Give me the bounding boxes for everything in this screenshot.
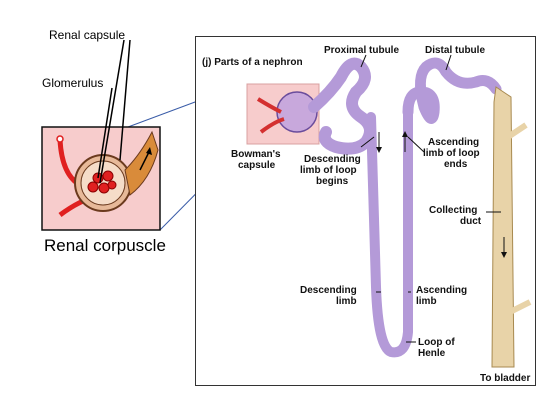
loop-of-henle-shape xyxy=(366,107,413,358)
renal-corpuscle-label: Renal corpuscle xyxy=(44,236,166,255)
collecting-duct-shape xyxy=(491,86,515,368)
panel-title: (j) Parts of a nephron xyxy=(202,57,303,68)
bowmans-capsule-label-2: capsule xyxy=(238,160,276,171)
proximal-tubule-shape xyxy=(308,57,376,155)
proximal-tubule-label: Proximal tubule xyxy=(324,45,400,56)
collecting-duct-label-2: duct xyxy=(460,216,482,227)
loop-of-henle-label-2: Henle xyxy=(418,348,446,359)
descending-limb-label-1: Descending xyxy=(300,285,357,296)
distal-tubule-label: Distal tubule xyxy=(425,45,486,56)
distal-tubule-shape xyxy=(402,57,502,124)
bowmans-capsule-label-1: Bowman's xyxy=(231,149,281,160)
glomerulus-pointer-2 xyxy=(97,87,113,179)
loop-of-henle-label-1: Loop of xyxy=(418,337,455,348)
ascending-ends-label-2: limb of loop xyxy=(423,148,480,159)
collecting-duct-label-1: Collecting xyxy=(429,205,478,216)
renal-capsule-pointer xyxy=(119,39,131,161)
to-bladder-label: To bladder xyxy=(480,373,531,384)
ascending-ends-label-3: ends xyxy=(444,159,468,170)
ascending-limb-label-1: Ascending xyxy=(416,285,468,296)
descending-begins-label-3: begins xyxy=(316,176,349,187)
descending-begins-label-1: Descending xyxy=(304,154,361,165)
renal-capsule-label: Renal capsule xyxy=(49,28,126,42)
nephron-graphic xyxy=(246,54,532,368)
descending-begins-label-2: limb of loop xyxy=(300,165,357,176)
glomerulus-label: Glomerulus xyxy=(42,76,104,90)
glomerulus-pointer xyxy=(99,39,125,184)
ascending-limb-label-2: limb xyxy=(416,296,437,307)
ascending-ends-label-1: Ascending xyxy=(428,137,480,148)
nephron-panel: (j) Parts of a nephron Proximal tubule D… xyxy=(195,36,536,386)
descending-limb-label-2: limb xyxy=(336,296,357,307)
